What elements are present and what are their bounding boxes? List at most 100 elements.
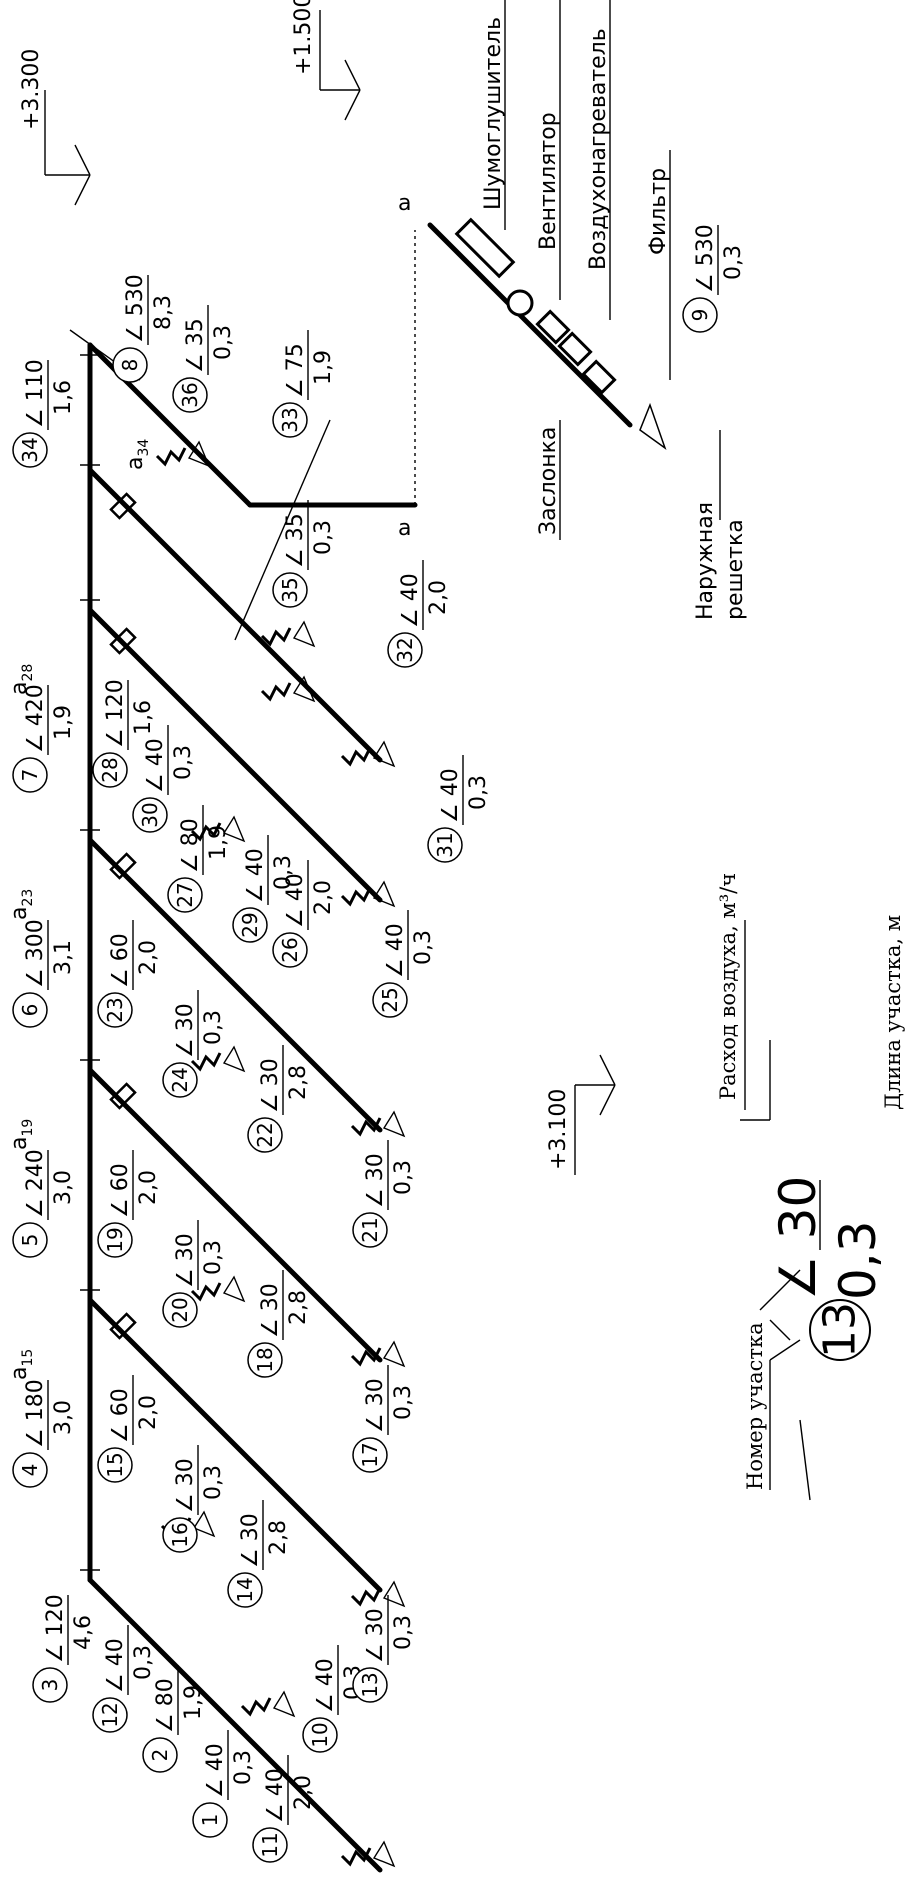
section-length: 2,0 [291, 1775, 316, 1810]
section-flow: ∠ 40 [103, 1638, 128, 1693]
section-length: 1,9 [206, 825, 231, 860]
section-number: 29 [238, 912, 262, 937]
section-number: 11 [258, 1832, 282, 1857]
section-flow: ∠ 35 [283, 513, 308, 568]
section-flow: ∠ 40 [313, 1658, 338, 1713]
section-number: 27 [173, 882, 197, 907]
section-number-circle [12, 992, 48, 1028]
section-length: 1,9 [51, 705, 76, 740]
filter-caption: Фильтр [646, 168, 671, 255]
section-length: 4,6 [71, 1615, 96, 1650]
section-length: 3,0 [51, 1400, 76, 1435]
diffuser-icon [350, 1110, 406, 1138]
section-length: 2,0 [311, 880, 336, 915]
air-diffusers [155, 440, 406, 1868]
branch-point-labels: a34 a28 a23 a19 a15 [7, 439, 152, 1380]
section-flow: ∠ 530 [693, 224, 718, 293]
section-length: 2,0 [426, 580, 451, 615]
section-number-circle [112, 347, 148, 383]
section-flow: ∠ 420 [23, 684, 48, 753]
section-length: 3,1 [51, 940, 76, 975]
section-number: 5 [18, 1234, 42, 1247]
level-3100: +3.100 [546, 1089, 571, 1170]
section-flow: ∠ 30 [173, 1003, 198, 1058]
section-length: 0,3 [171, 745, 196, 780]
section-length: 0,3 [271, 855, 296, 890]
section-length: 0,3 [391, 1615, 416, 1650]
section-number: 3 [38, 1679, 62, 1692]
diffuser-icon [350, 1580, 406, 1608]
level-mark-3300: +3.300 [19, 49, 91, 206]
section-number: 6 [18, 1004, 42, 1017]
section-flow: ∠ 60 [108, 1163, 133, 1218]
section-number-circle [352, 1667, 388, 1703]
section-number: 36 [178, 382, 202, 407]
section-flow: ∠ 40 [143, 738, 168, 793]
trunk-ticks [80, 354, 100, 1571]
damper-caption: Заслонка [536, 427, 561, 535]
section-number-circle [97, 1447, 133, 1483]
section-number: 1 [198, 1814, 222, 1827]
section-flow: ∠ 180 [23, 1379, 48, 1448]
section-length: 1,6 [131, 700, 156, 735]
section-number: 2 [148, 1749, 172, 1762]
section-number: 23 [103, 997, 127, 1022]
section-length: 0,3 [231, 1750, 256, 1785]
section-flow: ∠ 30 [173, 1458, 198, 1513]
section-number-circle [142, 1737, 178, 1773]
section-number-circle [12, 432, 48, 468]
section-number-circle [162, 1062, 198, 1098]
section-number-circle [132, 797, 168, 833]
diffuser-icon [240, 1690, 296, 1718]
section-length: 2,0 [136, 1170, 161, 1205]
section-number-circle [682, 297, 718, 333]
branch-point-label: a28 [7, 664, 36, 695]
section-flow: ∠ 30 [173, 1233, 198, 1288]
diffuser-icon [340, 880, 396, 908]
section-number-circle [352, 1437, 388, 1473]
section-label-10: 10∠ 400,3 [302, 1645, 366, 1753]
section-number-circle [162, 1292, 198, 1328]
section-number-circle [227, 1572, 263, 1608]
node-a-top: a [398, 191, 411, 216]
legend-length-caption: Длина участка, м [881, 915, 905, 1110]
section-flow: ∠ 120 [43, 1594, 68, 1663]
branch-ducts [87, 467, 383, 1593]
section-length: 1,9 [181, 1685, 206, 1720]
section-length: 0,3 [201, 1465, 226, 1500]
section-length: 0,3 [391, 1160, 416, 1195]
section-number-circle [272, 402, 308, 438]
section-flow: ∠ 30 [363, 1153, 388, 1208]
equipment-chain [427, 217, 667, 450]
section-number: 17 [358, 1442, 382, 1467]
section-flow: ∠ 530 [123, 274, 148, 343]
section-length: 0,3 [721, 245, 746, 280]
section-number-circle [387, 632, 423, 668]
diffuser-icon [340, 740, 396, 768]
section-length: 0,3 [391, 1385, 416, 1420]
section-number-circle [272, 572, 308, 608]
section-flow: ∠ 40 [203, 1743, 228, 1798]
section-flow: ∠ 30 [363, 1378, 388, 1433]
section-number-circle [352, 1212, 388, 1248]
section-length: 0,3 [411, 930, 436, 965]
level-1500: +1.500 [291, 0, 316, 75]
section-flow: ∠ 120 [103, 679, 128, 748]
section-flow: ∠ 30 [238, 1513, 263, 1568]
section-number-circle [192, 1802, 228, 1838]
legend-flow: ∠ 30 [769, 1176, 827, 1300]
section-number: 24 [168, 1067, 192, 1092]
section-number-circle [92, 752, 128, 788]
section-flow: ∠ 30 [258, 1058, 283, 1113]
